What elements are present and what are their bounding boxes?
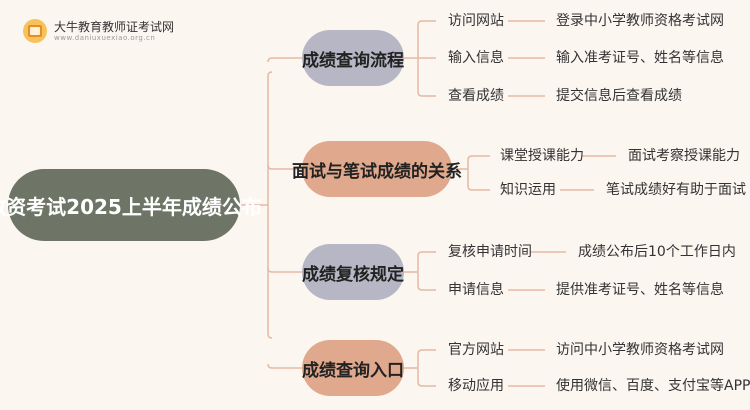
leaf-value: 访问中小学教师资格考试网 xyxy=(556,342,724,358)
logo-url: www.daniuxuexiao.org.cn xyxy=(54,34,156,42)
leaf-value: 提供准考证号、姓名等信息 xyxy=(556,282,724,298)
leaf-value: 笔试成绩好有助于面试 xyxy=(606,182,746,198)
leaf-key: 知识运用 xyxy=(500,182,556,198)
leaf-key: 官方网站 xyxy=(448,342,504,358)
site-logo: 大牛教育教师证考试网 www.daniuxuexiao.org.cn xyxy=(18,14,178,48)
branch-query-process: 成绩查询流程 xyxy=(302,30,404,86)
book-icon xyxy=(23,19,47,43)
leaf-value: 输入准考证号、姓名等信息 xyxy=(556,50,724,66)
leaf-value: 面试考察授课能力 xyxy=(628,148,740,164)
leaf-value: 提交信息后查看成绩 xyxy=(556,88,682,104)
leaf-key: 移动应用 xyxy=(448,378,504,394)
branch-query-entry: 成绩查询入口 xyxy=(302,340,404,396)
leaf-key: 申请信息 xyxy=(448,282,504,298)
logo-title: 大牛教育教师证考试网 xyxy=(54,20,175,34)
branch-interview-written-relation: 面试与笔试成绩的关系 xyxy=(292,141,462,197)
leaf-key: 输入信息 xyxy=(448,50,504,66)
leaf-value: 登录中小学教师资格考试网 xyxy=(556,13,724,29)
leaf-key: 查看成绩 xyxy=(448,88,504,104)
connector-branch-2 xyxy=(267,164,302,170)
leaf-key: 访问网站 xyxy=(448,13,504,29)
branch-review-rules: 成绩复核规定 xyxy=(302,244,404,300)
connector-spine xyxy=(267,71,273,339)
leaf-key: 课堂授课能力 xyxy=(500,148,584,164)
leaf-key: 复核申请时间 xyxy=(448,244,532,260)
connector-branch-3 xyxy=(267,267,302,273)
leaf-value: 使用微信、百度、支付宝等APP查询 xyxy=(556,378,750,394)
leaf-value: 成绩公布后10个工作日内 xyxy=(578,244,736,260)
root-node: 教资考试2025上半年成绩公布 xyxy=(0,169,262,241)
